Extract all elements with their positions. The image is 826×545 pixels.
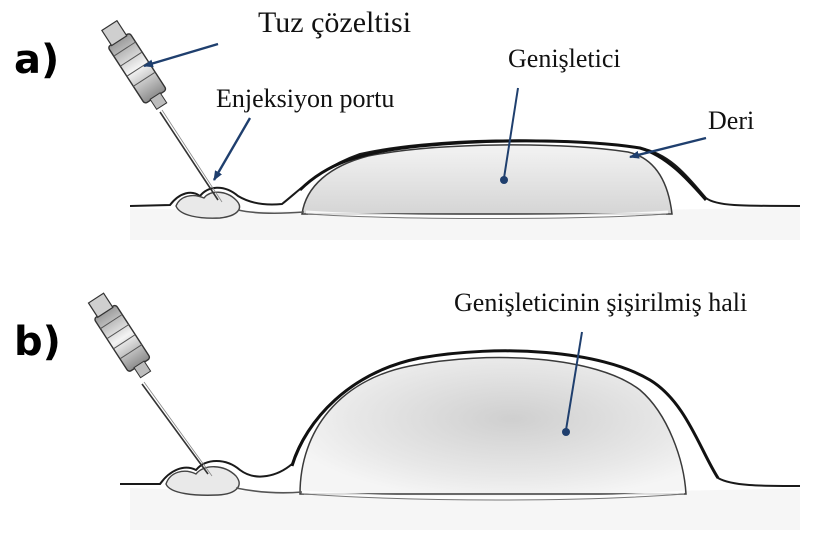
label-skin: Deri [708, 108, 754, 134]
panel-a-illustration [98, 19, 800, 240]
syringe-b [85, 291, 156, 381]
arrow-port [214, 118, 250, 180]
panel-a-letter: a) [14, 40, 59, 80]
arrow-saline [144, 44, 218, 66]
label-inflated-expander: Genişleticinin şişirilmiş hali [454, 290, 747, 316]
panel-b-illustration [85, 291, 800, 530]
panel-b-letter: b) [14, 322, 61, 362]
injection-port-a [176, 192, 239, 218]
syringe-a [98, 19, 172, 114]
dot-expander [500, 176, 508, 184]
label-injection-port: Enjeksiyon portu [216, 86, 394, 112]
label-saline-solution: Tuz çözeltisi [258, 8, 411, 38]
expander-b [300, 358, 686, 494]
injection-port-b [166, 467, 239, 495]
label-expander: Genişletici [508, 46, 621, 72]
dot-inflated [562, 428, 570, 436]
